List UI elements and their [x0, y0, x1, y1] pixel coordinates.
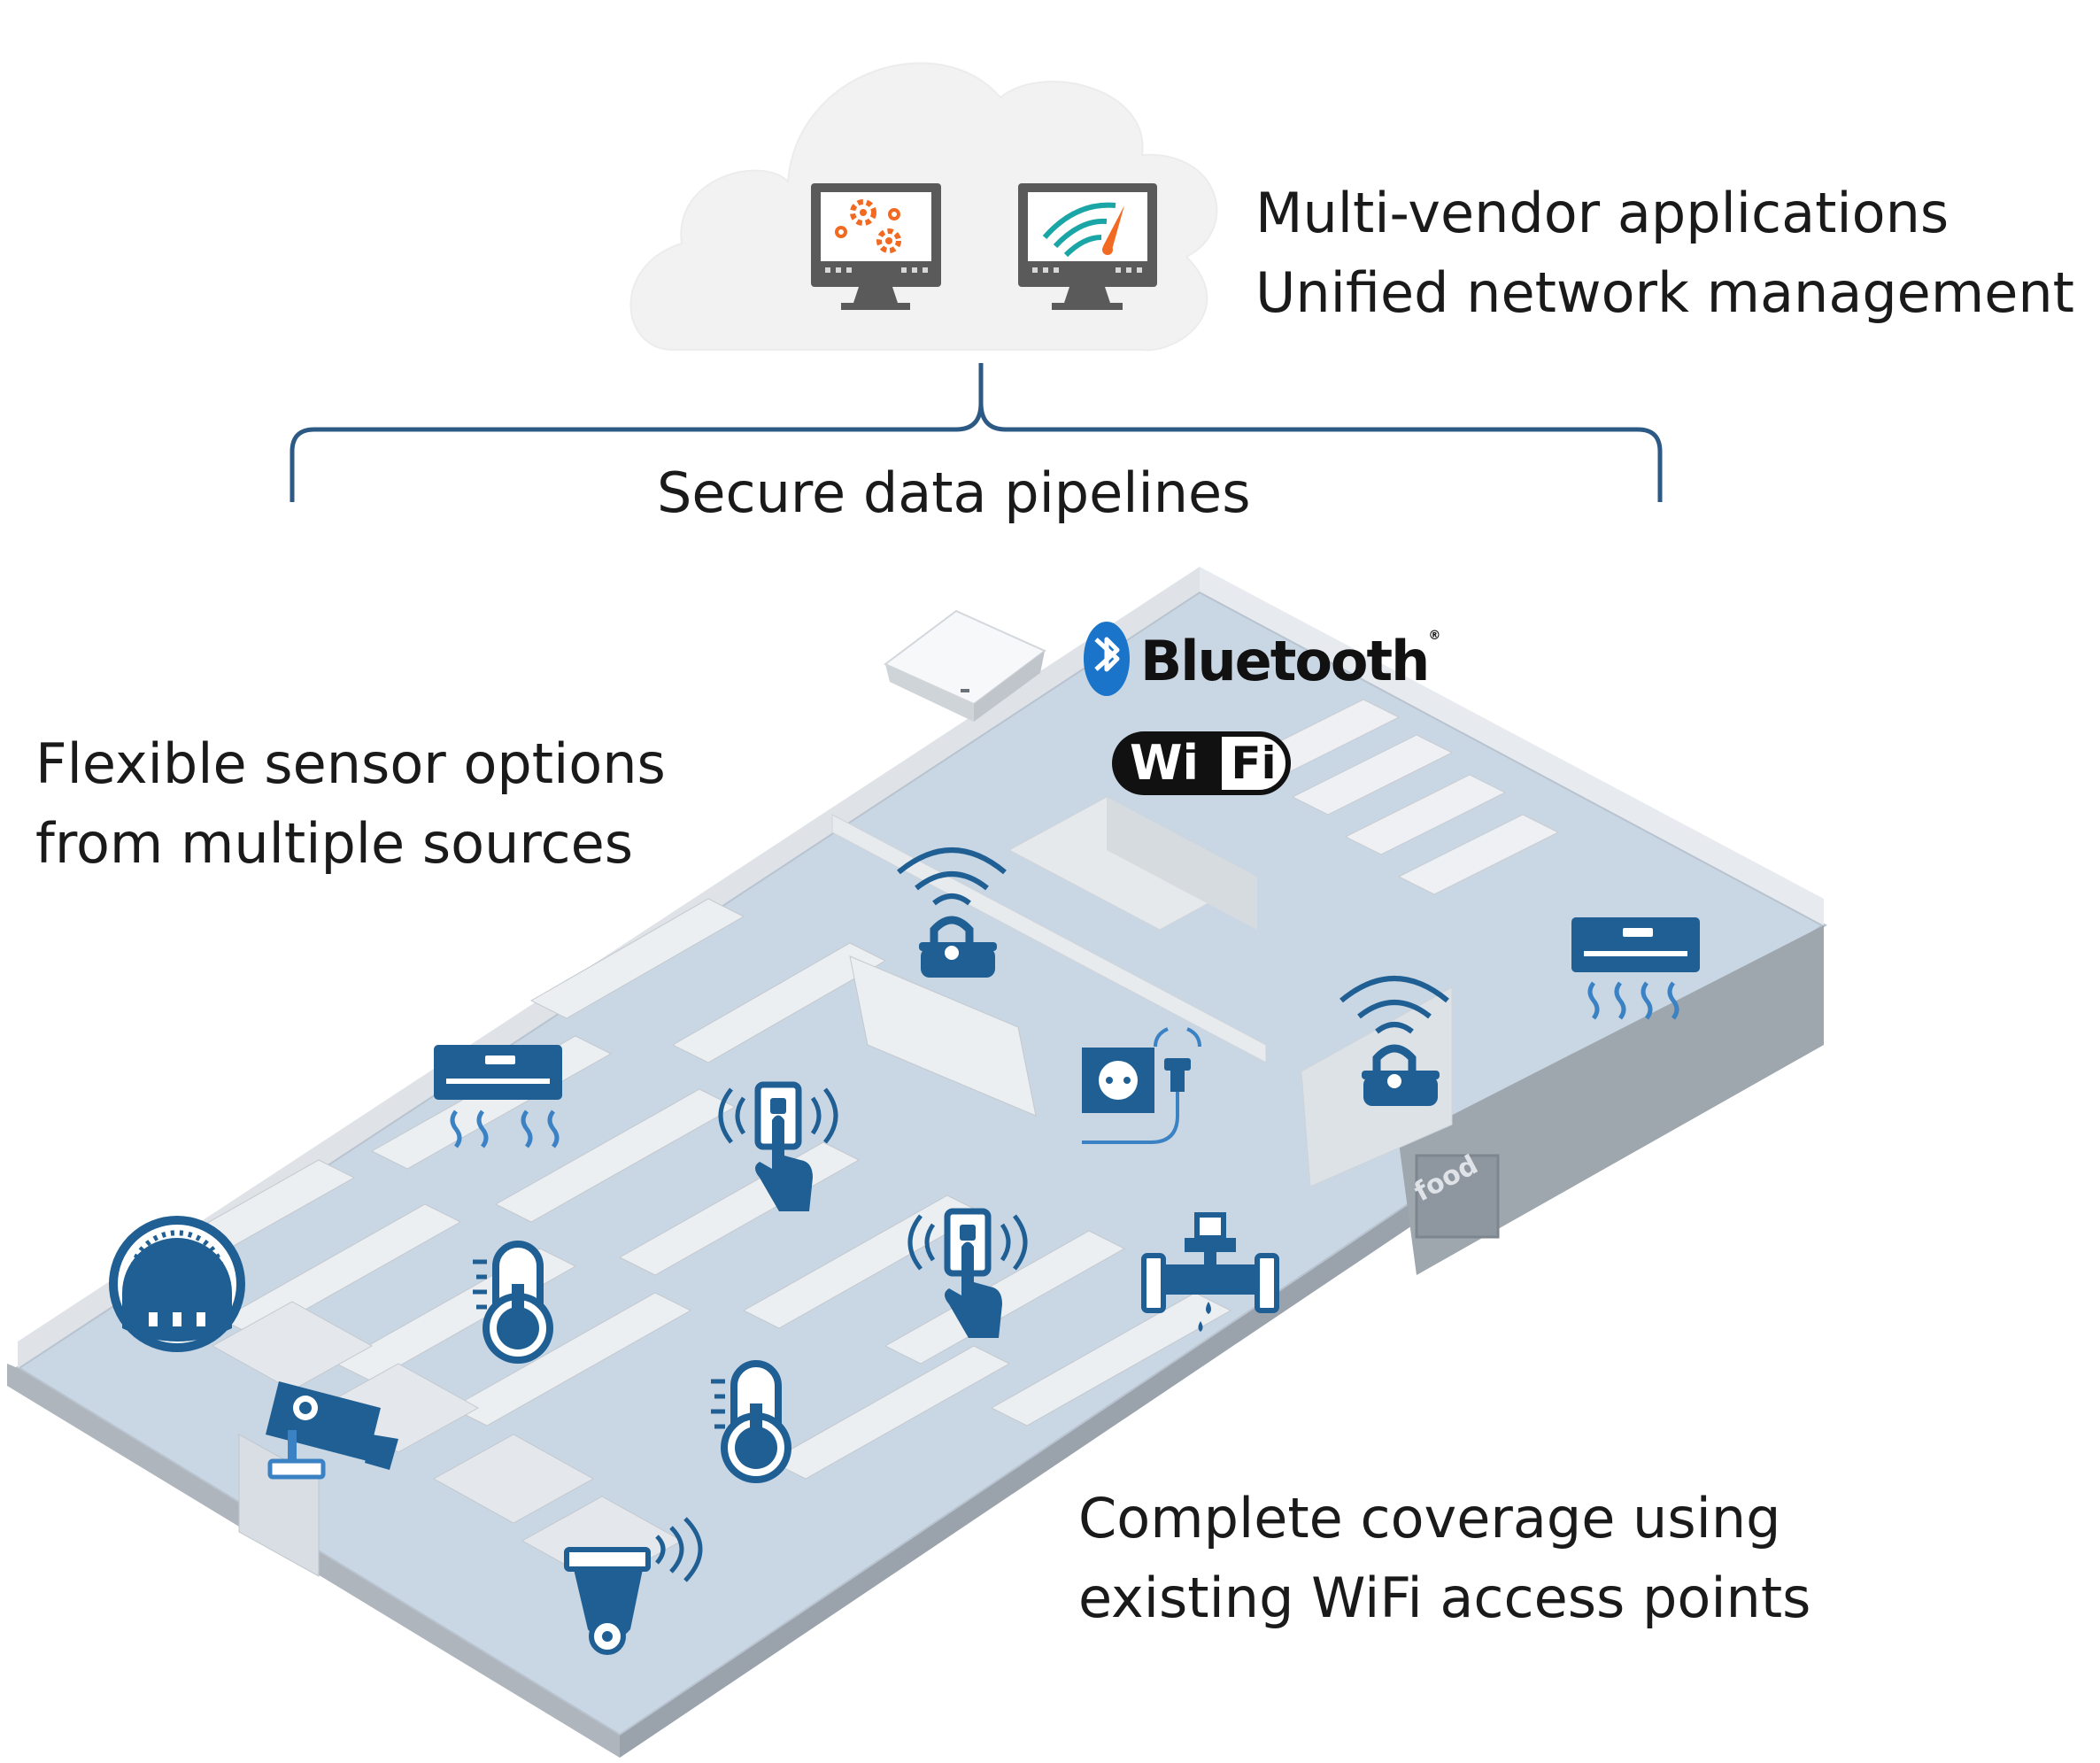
sensors-caption-line1: Flexible sensor options [35, 731, 666, 796]
pipelines-caption: Secure data pipelines [657, 453, 1251, 533]
coverage-caption-line2: existing WiFi access points [1078, 1566, 1811, 1630]
cloud-caption: Multi-vendor applications Unified networ… [1255, 174, 2074, 333]
config-monitor-icon [811, 183, 941, 310]
cloud-caption-line2: Unified network management [1255, 260, 2074, 325]
coverage-caption-line1: Complete coverage using [1078, 1486, 1781, 1550]
water-valve-leak-icon [1141, 1212, 1279, 1332]
wireless-lock-icon [1340, 976, 1449, 1106]
air-conditioner-icon [434, 1045, 562, 1148]
gauge-meter-icon [109, 1216, 245, 1352]
cloud-caption-line1: Multi-vendor applications [1255, 181, 1949, 245]
bluetooth-text: Bluetooth [1140, 629, 1430, 693]
air-conditioner-icon [1571, 917, 1700, 1020]
wifi-logo-right: Fi [1216, 731, 1291, 795]
thermometer-icon [473, 1241, 553, 1364]
store-floorplan [7, 567, 1827, 1758]
sensors-caption: Flexible sensor options from multiple so… [35, 724, 666, 884]
bluetooth-icon [1084, 622, 1130, 696]
bluetooth-wordmark: Bluetooth® [1140, 629, 1440, 693]
touch-button-sensor-icon [718, 1081, 838, 1211]
registered-mark: ® [1428, 629, 1441, 643]
coverage-caption: Complete coverage using existing WiFi ac… [1078, 1479, 1810, 1638]
sensors-caption-line2: from multiple sources [35, 811, 634, 876]
power-outlet-icon [1082, 1027, 1201, 1144]
wireless-lock-icon [897, 847, 1007, 978]
pipeline-bracket [290, 363, 1663, 502]
dashboard-monitor-icon [1018, 183, 1157, 310]
touch-button-sensor-icon [907, 1208, 1028, 1338]
thermometer-icon [711, 1360, 791, 1483]
security-camera-icon [266, 1381, 398, 1480]
access-point-device [884, 609, 1046, 722]
wifi-logo-left: Wi [1112, 731, 1216, 795]
pipelines-caption-text: Secure data pipelines [657, 460, 1251, 525]
dome-camera-icon [564, 1517, 703, 1655]
